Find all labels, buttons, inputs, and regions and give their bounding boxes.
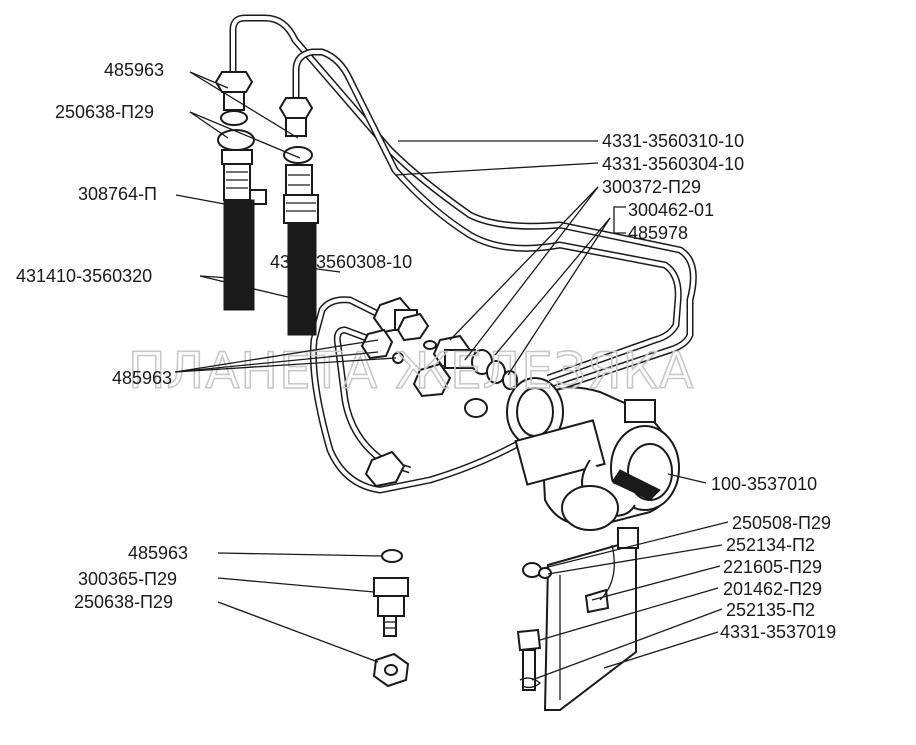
label-300372-p29: 300372-П29 xyxy=(602,177,701,197)
label-308764-p: 308764-П xyxy=(78,184,157,204)
label-485963-top: 485963 xyxy=(104,60,164,80)
label-4331-3560308-10: 4331-3560308-10 xyxy=(270,252,412,272)
label-4331-3560304-10: 4331-3560304-10 xyxy=(602,154,744,174)
label-252134-p2: 252134-П2 xyxy=(726,535,815,555)
pipe-assembly xyxy=(229,14,697,494)
label-4331-3537019: 4331-3537019 xyxy=(720,622,836,642)
filter-unit xyxy=(506,377,680,531)
fittings xyxy=(360,296,518,488)
label-4331-3560310-10: 4331-3560310-10 xyxy=(602,131,744,151)
right-hose xyxy=(278,97,319,336)
watermark: ПЛАНЕТА ЖЕЛЕЗЯКА xyxy=(128,342,694,400)
part-labels: 485963 250638-П29 308764-П 431410-356032… xyxy=(16,60,836,642)
label-201462-p29: 201462-П29 xyxy=(723,579,822,599)
label-250638-p29-bottom: 250638-П29 xyxy=(74,592,173,612)
label-485963-middle: 485963 xyxy=(112,368,172,388)
loose-parts xyxy=(372,549,410,688)
label-300365-p29: 300365-П29 xyxy=(78,569,177,589)
label-485963-bottom: 485963 xyxy=(128,543,188,563)
label-485978: 485978 xyxy=(628,223,688,243)
label-250508-p29: 250508-П29 xyxy=(732,513,831,533)
label-250638-p29-top: 250638-П29 xyxy=(55,102,154,122)
leader-lines xyxy=(174,71,729,681)
bracket xyxy=(516,527,639,711)
label-300462-01: 300462-01 xyxy=(628,200,714,220)
label-431410-3560320: 431410-3560320 xyxy=(16,266,152,286)
label-221605-p29: 221605-П29 xyxy=(723,557,822,577)
label-252135-p2: 252135-П2 xyxy=(726,600,815,620)
label-100-3537010: 100-3537010 xyxy=(711,474,817,494)
left-hose xyxy=(214,71,267,311)
